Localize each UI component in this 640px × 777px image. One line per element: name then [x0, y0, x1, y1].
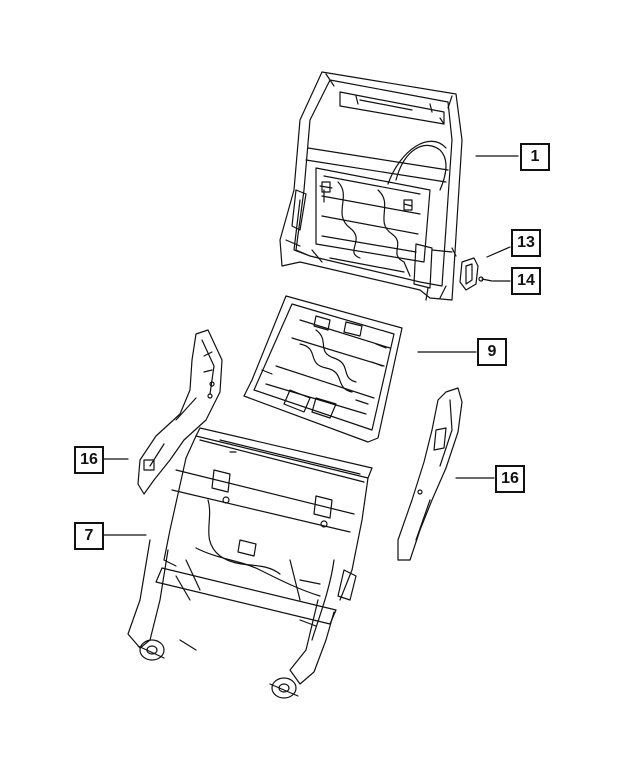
callout-9: 9 [477, 338, 507, 366]
screw-fastener [478, 276, 493, 282]
callout-13: 13 [511, 229, 541, 257]
seat-adjuster-frame [127, 427, 373, 699]
callout-1: 1 [520, 143, 550, 171]
recliner-cover-trim [459, 257, 479, 291]
callout-16-left: 16 [74, 446, 104, 474]
seat-back-frame [279, 71, 463, 301]
seat-cushion-pan [243, 295, 403, 443]
callout-16-right: 16 [495, 465, 525, 493]
seat-shield-left [137, 329, 223, 495]
leader-lines [103, 155, 519, 536]
callout-14: 14 [511, 267, 541, 295]
seat-shield-right [397, 387, 463, 561]
callout-7: 7 [74, 522, 104, 550]
